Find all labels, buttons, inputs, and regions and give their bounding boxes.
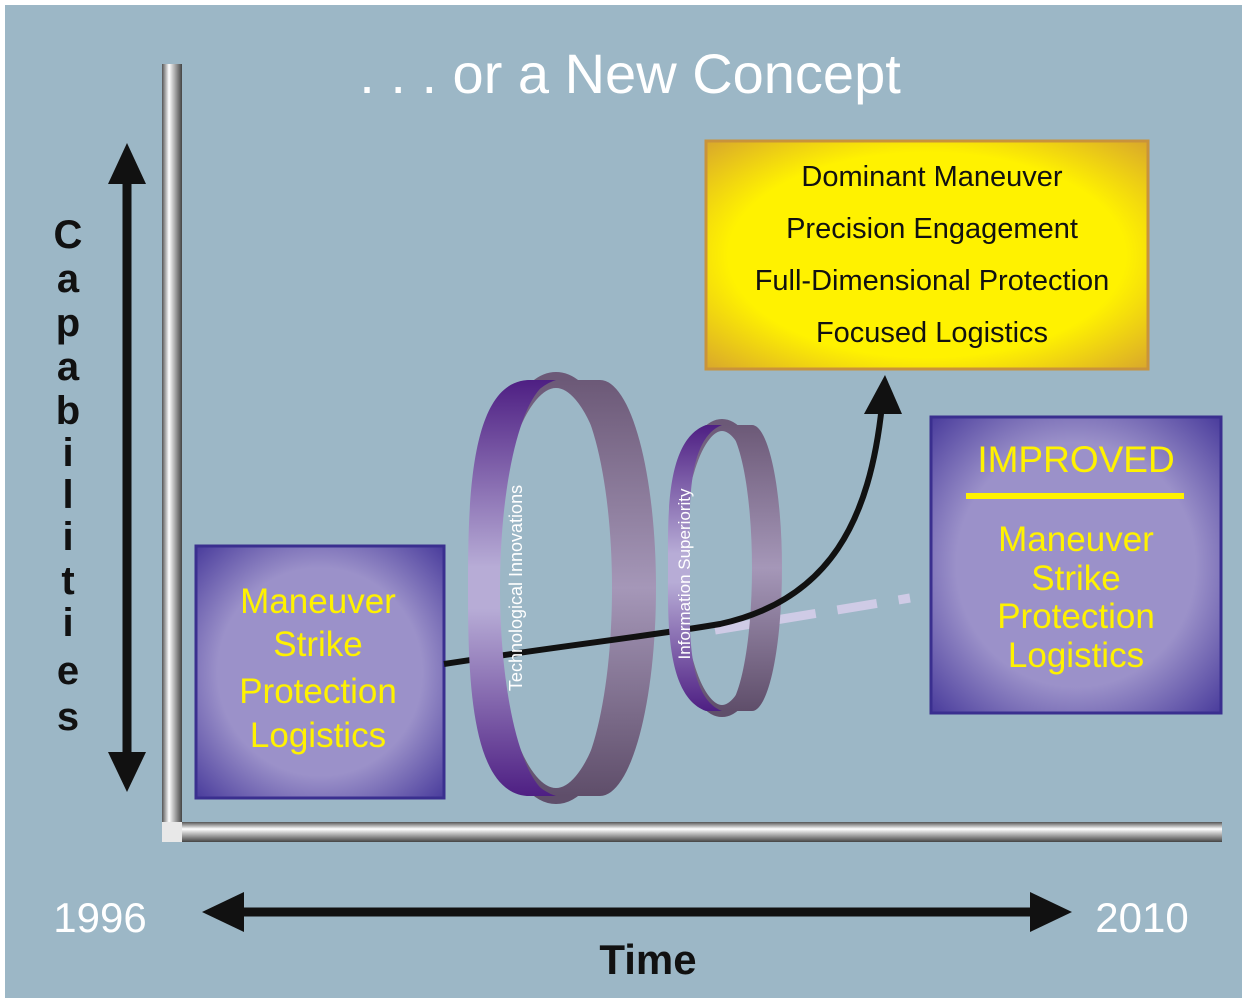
info-ring-front bbox=[667, 425, 722, 711]
end-year: 2010 bbox=[1095, 894, 1188, 941]
progress-curve bbox=[443, 404, 885, 667]
x-axis-bar bbox=[162, 822, 1222, 842]
y-axis-letter: e bbox=[57, 649, 79, 693]
current-box-line: Strike bbox=[273, 625, 362, 664]
y-axis-letter: p bbox=[56, 301, 80, 345]
current-capabilities-box: Maneuver Strike Protection Logistics bbox=[194, 544, 446, 800]
improved-box-line: Logistics bbox=[1008, 636, 1144, 675]
start-year: 1996 bbox=[53, 894, 146, 941]
y-axis-letter: a bbox=[57, 345, 80, 389]
y-axis-letter: i bbox=[62, 601, 73, 645]
concept-line: Full-Dimensional Protection bbox=[755, 265, 1110, 297]
y-axis-letter: s bbox=[57, 695, 79, 739]
time-arrow bbox=[202, 892, 1072, 932]
y-axis-letter: l bbox=[62, 473, 73, 517]
current-box-line: Protection bbox=[239, 672, 397, 711]
improved-path-dashed bbox=[714, 593, 911, 635]
improved-capabilities-box: IMPROVED Maneuver Strike Protection Logi… bbox=[929, 415, 1223, 715]
improved-box-line: Maneuver bbox=[998, 520, 1154, 559]
tech-ring-label: Technological Innovations bbox=[506, 485, 526, 691]
tech-ring-front bbox=[481, 380, 556, 796]
current-box-line: Maneuver bbox=[240, 582, 396, 621]
y-axis-bar bbox=[162, 64, 182, 842]
y-axis-letter: a bbox=[57, 257, 80, 301]
slide-title: . . . or a New Concept bbox=[359, 42, 901, 105]
improved-box-line: Strike bbox=[1031, 559, 1120, 598]
concept-line: Dominant Maneuver bbox=[801, 161, 1062, 193]
concept-line: Precision Engagement bbox=[786, 213, 1078, 245]
improved-header: IMPROVED bbox=[977, 439, 1174, 480]
tech-ring-back bbox=[556, 380, 656, 796]
capabilities-arrow bbox=[108, 143, 146, 792]
y-axis-letter: i bbox=[62, 515, 73, 559]
info-ring-label: Information Superiority bbox=[675, 488, 694, 660]
improved-divider bbox=[966, 493, 1184, 499]
y-axis-letter: t bbox=[61, 559, 74, 603]
y-axis-letter: i bbox=[62, 431, 73, 475]
joint-vision-concept-box: Dominant Maneuver Precision Engagement F… bbox=[704, 139, 1150, 371]
current-box-line: Logistics bbox=[250, 716, 386, 755]
y-axis-letter: b bbox=[56, 389, 80, 433]
x-axis-label: Time bbox=[599, 936, 696, 983]
concept-line: Focused Logistics bbox=[816, 317, 1048, 349]
y-axis-label: C a p a b i l i t i e s bbox=[54, 213, 83, 739]
progress-arrowhead bbox=[864, 375, 902, 414]
improved-box-line: Protection bbox=[997, 597, 1155, 636]
y-axis-letter: C bbox=[54, 213, 83, 257]
